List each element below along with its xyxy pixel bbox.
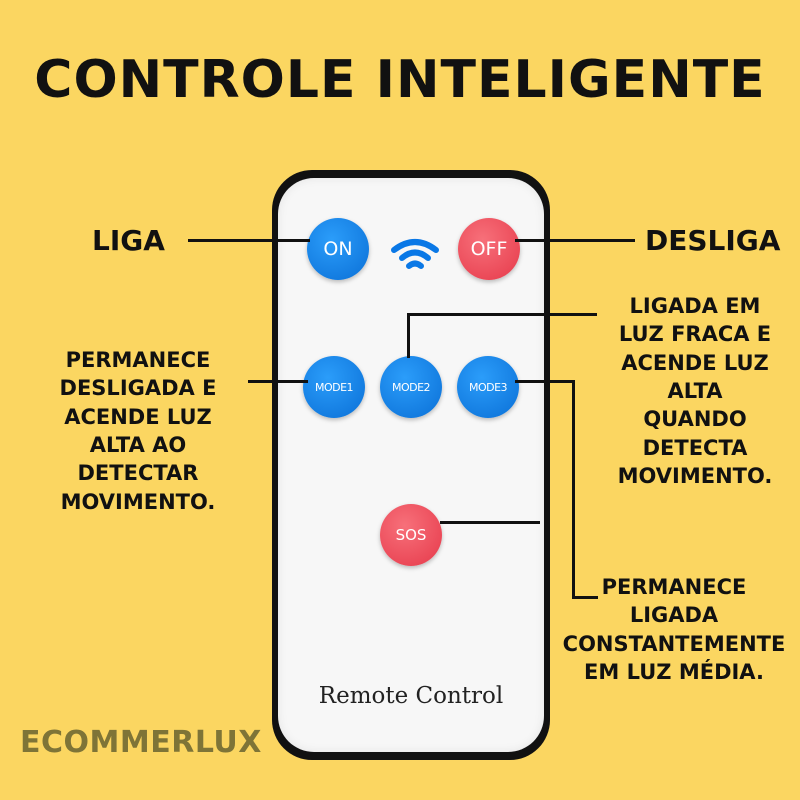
connector-mode3-h <box>515 380 574 383</box>
connector-on <box>188 239 310 242</box>
remote-face: ON OFF MODE1 MODE2 MODE3 SOS Remote Cont… <box>278 178 544 752</box>
mode3-button[interactable]: MODE3 <box>457 356 519 418</box>
page-title: CONTROLE INTELIGENTE <box>34 50 766 110</box>
mode2-button[interactable]: MODE2 <box>380 356 442 418</box>
remote-control: ON OFF MODE1 MODE2 MODE3 SOS Remote Cont… <box>272 170 550 760</box>
connector-mode1 <box>248 380 308 383</box>
connector-sos <box>440 521 540 524</box>
off-button[interactable]: OFF <box>458 218 520 280</box>
label-on: LIGA <box>92 224 165 257</box>
remote-label: Remote Control <box>318 683 504 709</box>
connector-mode3-v <box>572 380 575 598</box>
on-button[interactable]: ON <box>307 218 369 280</box>
wifi-icon <box>391 239 439 269</box>
label-mode1: PERMANECE DESLIGADA E ACENDE LUZ ALTA AO… <box>59 348 217 514</box>
label-off: DESLIGA <box>645 224 781 257</box>
connector-mode2-h <box>407 313 597 316</box>
connector-mode2-v <box>407 313 410 358</box>
label-mode2: LIGADA EM LUZ FRACA E ACENDE LUZ ALTA QU… <box>617 294 773 489</box>
connector-off <box>515 239 635 242</box>
label-mode3: PERMANECE LIGADA CONSTANTEMENTE EM LUZ M… <box>562 575 786 685</box>
connector-mode3-end <box>572 596 598 599</box>
brand-watermark: ECOMMERLUX <box>20 725 262 760</box>
sos-button[interactable]: SOS <box>380 504 442 566</box>
mode1-button[interactable]: MODE1 <box>303 356 365 418</box>
